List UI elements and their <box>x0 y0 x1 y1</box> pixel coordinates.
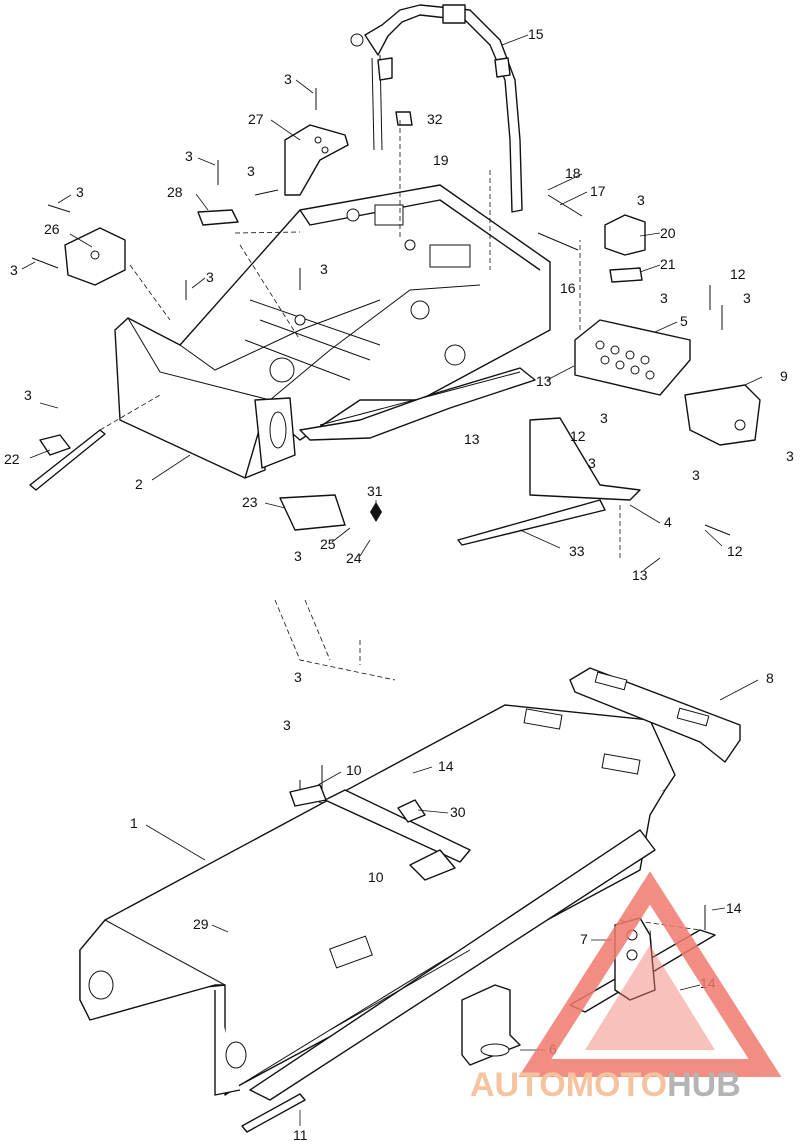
callout-10: 10 <box>346 762 362 778</box>
callout-16: 16 <box>560 280 576 296</box>
callout-27: 27 <box>248 111 264 127</box>
callout-3: 3 <box>294 548 302 564</box>
callout-3: 3 <box>10 262 18 278</box>
plate-5 <box>574 319 691 396</box>
callout-14: 14 <box>438 758 454 774</box>
watermark-text-auto: AUTO <box>470 1066 566 1104</box>
callout-4: 4 <box>664 514 672 530</box>
callout-3: 3 <box>660 290 668 306</box>
callout-17: 17 <box>590 183 606 199</box>
callout-3: 3 <box>600 410 608 426</box>
callout-3: 3 <box>294 669 302 685</box>
callout-23: 23 <box>242 494 258 510</box>
callout-1: 1 <box>130 815 138 831</box>
callout-12: 12 <box>727 543 743 559</box>
bracket-28 <box>197 209 239 226</box>
leader-lines <box>21 34 763 1126</box>
callout-12: 12 <box>730 266 746 282</box>
callout-3: 3 <box>637 192 645 208</box>
callout-19: 19 <box>433 152 449 168</box>
callout-9: 9 <box>780 368 788 384</box>
callout-13: 13 <box>536 373 552 389</box>
callout-3: 3 <box>76 184 84 200</box>
plug-31 <box>370 502 382 522</box>
callout-28: 28 <box>167 184 183 200</box>
watermark-text-hub: HUB <box>667 1066 741 1104</box>
callout-8: 8 <box>766 670 774 686</box>
callout-3: 3 <box>24 387 32 403</box>
callout-25: 25 <box>320 536 336 552</box>
callout-13: 13 <box>632 567 648 583</box>
callout-20: 20 <box>660 225 676 241</box>
rail-33 <box>457 499 606 546</box>
callout-3: 3 <box>284 71 292 87</box>
svg-text:AUTOMOTOHUB: AUTOMOTOHUB <box>470 1066 741 1104</box>
bracket-23-25 <box>279 494 346 531</box>
bracket-26 <box>64 227 126 286</box>
bracket-20-21 <box>604 214 646 283</box>
callout-18: 18 <box>565 165 581 181</box>
callout-31: 31 <box>367 483 383 499</box>
callout-24: 24 <box>346 550 362 566</box>
callout-10: 10 <box>368 869 384 885</box>
callout-3: 3 <box>320 261 328 277</box>
watermark-logo: AUTOMOTOHUB <box>470 871 782 1104</box>
watermark-text-moto: MOTO <box>566 1066 667 1104</box>
bracket-6 <box>461 984 521 1066</box>
callout-2: 2 <box>135 476 143 492</box>
callout-3: 3 <box>743 290 751 306</box>
callout-29: 29 <box>193 916 209 932</box>
callout-7: 7 <box>580 931 588 947</box>
assembly-lines <box>99 120 701 991</box>
rod-11 <box>241 1093 306 1133</box>
callout-26: 26 <box>44 221 60 237</box>
callout-14: 14 <box>726 900 742 916</box>
callout-3: 3 <box>786 448 794 464</box>
callout-32: 32 <box>427 111 443 127</box>
callout-33: 33 <box>569 543 585 559</box>
bracket-9 <box>684 384 761 446</box>
bracket-22 <box>29 429 106 491</box>
bracket-4 <box>529 417 641 501</box>
callout-22: 22 <box>4 451 20 467</box>
callout-13: 13 <box>464 431 480 447</box>
upper-frame-assembly <box>114 184 551 479</box>
nut-32 <box>395 111 413 126</box>
callout-3: 3 <box>247 163 255 179</box>
callout-15: 15 <box>528 26 544 42</box>
callout-3: 3 <box>588 455 596 471</box>
callout-5: 5 <box>680 313 688 329</box>
callout-3: 3 <box>692 467 700 483</box>
callout-12: 12 <box>570 428 586 444</box>
bracket-27 <box>284 124 349 196</box>
fasteners <box>31 88 731 942</box>
callout-30: 30 <box>450 804 466 820</box>
callout-3: 3 <box>185 148 193 164</box>
steering-hoop <box>350 4 523 213</box>
callout-labels: 15 3 32 27 3 19 3 18 3 28 17 3 26 20 3 3… <box>4 26 794 1143</box>
callout-3: 3 <box>206 269 214 285</box>
callout-11: 11 <box>293 1127 308 1143</box>
plate-8 <box>569 667 741 763</box>
callout-3: 3 <box>283 717 291 733</box>
callout-21: 21 <box>660 256 676 272</box>
tunnel-assembly <box>79 704 676 1101</box>
